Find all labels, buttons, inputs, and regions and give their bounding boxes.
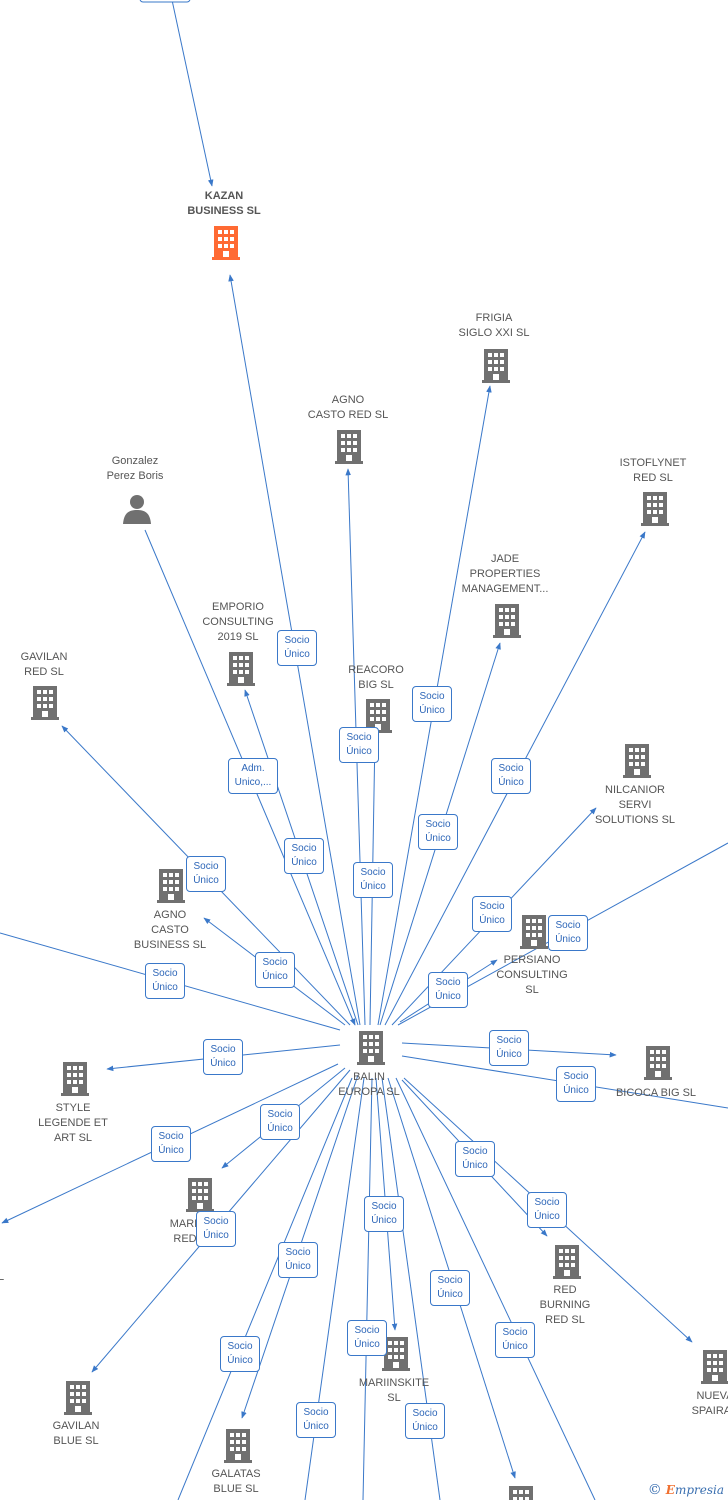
node-label-bicoca[interactable]: BICOCA BIG SL [615, 1087, 697, 1099]
node-label-istoflynet[interactable]: ISTOFLYNET RED SL [619, 457, 687, 484]
edge-label-emporio[interactable]: Socio Único [284, 838, 324, 874]
node-label-persiano[interactable]: PERSIANO CONSULTING SL [496, 954, 568, 996]
frigia-building-icon [482, 349, 510, 383]
edge-label-frigia[interactable]: Socio Único [412, 686, 452, 722]
node-label-left-edge[interactable]: L [0, 1271, 5, 1283]
bottom-right-building-icon [507, 1486, 535, 1500]
galatas-building-icon [224, 1429, 252, 1463]
balin-building-icon [357, 1031, 385, 1065]
node-label-galatas[interactable]: GALATAS BLUE SL [211, 1468, 261, 1495]
edge-label-agno-business[interactable]: Socio Único [255, 952, 295, 988]
edge-label-gavilan-red[interactable]: Socio Único [186, 856, 226, 892]
edge-balin-down-left2 [177, 1077, 353, 1500]
node-label-agno-business[interactable]: AGNO CASTO BUSINESS SL [133, 909, 207, 951]
bicoca-building-icon [644, 1046, 672, 1080]
gonzalez-person-icon [123, 495, 151, 524]
emporio-building-icon [227, 652, 255, 686]
edge-top-kazan [171, 0, 214, 187]
node-label-balin[interactable]: BALIN EUROPA SL [338, 1071, 400, 1098]
node-label-agno-casto[interactable]: AGNO CASTO RED SL [307, 394, 389, 421]
nilcanior-building-icon [623, 744, 651, 778]
edge-label-down-center[interactable]: Socio Único [364, 1196, 404, 1232]
edge-label-red-burning[interactable]: Socio Único [455, 1141, 495, 1177]
node-label-mariinsk-red[interactable]: MARII RED [169, 1218, 201, 1245]
edge-label-down-left[interactable]: Socio Único [296, 1402, 336, 1438]
node-label-mariinskite[interactable]: MARIINSKITE SL [358, 1377, 430, 1404]
agno-business-building-icon [157, 869, 185, 903]
kazan-building-icon [212, 226, 240, 260]
node-label-jade[interactable]: JADE PROPERTIES MANAGEMENT... [461, 553, 549, 595]
edge-label-left-in[interactable]: Socio Único [145, 963, 185, 999]
node-label-gavilan-red[interactable]: GAVILAN RED SL [20, 651, 68, 678]
gavilan-red-building-icon [31, 686, 59, 720]
edge-label-nilcanior[interactable]: Socio Único [472, 896, 512, 932]
edge-balin-down-mid [362, 1077, 373, 1500]
edge-label-right-down[interactable]: Socio Único [556, 1066, 596, 1102]
edge-label-bottom-right[interactable]: Socio Único [430, 1270, 470, 1306]
edge-label-kazan[interactable]: Socio Único [277, 630, 317, 666]
node-label-emporio[interactable]: EMPORIO CONSULTING 2019 SL [202, 601, 274, 643]
edge-label-left-down[interactable]: Socio Único [151, 1126, 191, 1162]
edge-label-jade[interactable]: Socio Único [418, 814, 458, 850]
node-icons [31, 0, 728, 1500]
node-label-frigia[interactable]: FRIGIA SIGLO XXI SL [458, 312, 530, 339]
node-label-style[interactable]: STYLE LEGENDE ET ART SL [38, 1102, 108, 1144]
node-label-gonzalez[interactable]: Gonzalez Perez Boris [106, 455, 164, 482]
edge-label-bicoca[interactable]: Socio Único [489, 1030, 529, 1066]
persiano-building-icon [520, 915, 548, 949]
top-node-stub [139, 0, 191, 3]
edge-label-istoflynet[interactable]: Socio Único [491, 758, 531, 794]
edge-label-adm[interactable]: Adm. Unico,... [228, 758, 278, 794]
copyright-symbol: © [647, 1482, 662, 1498]
edge-label-mariinsk-red[interactable]: Socio Único [260, 1104, 300, 1140]
edge-label-down-mid[interactable]: Socio Único [495, 1322, 535, 1358]
agno-casto-building-icon [335, 430, 363, 464]
edge-label-mariinsk-red-2[interactable]: Socio Único [196, 1211, 236, 1247]
nueva-building-icon [701, 1350, 728, 1384]
node-label-kazan[interactable]: KAZAN BUSINESS SL [187, 190, 261, 217]
istoflynet-building-icon [641, 492, 669, 526]
mariinsk-red-building-icon [186, 1178, 214, 1212]
edge-label-agno-casto[interactable]: Socio Único [353, 862, 393, 898]
edge-label-reacoro[interactable]: Socio Único [339, 727, 379, 763]
node-label-gavilan-blue[interactable]: GAVILAN BLUE SL [52, 1420, 100, 1447]
edge-label-right-up[interactable]: Socio Único [548, 915, 588, 951]
edge-label-nueva[interactable]: Socio Único [527, 1192, 567, 1228]
edge-label-down-right2[interactable]: Socio Único [405, 1403, 445, 1439]
gavilan-blue-building-icon [64, 1381, 92, 1415]
edge-label-style[interactable]: Socio Único [203, 1039, 243, 1075]
node-label-red-burning[interactable]: RED BURNING RED SL [539, 1284, 591, 1326]
node-label-nueva[interactable]: NUEVA SPAIRAK [691, 1390, 728, 1417]
watermark-brand-text: mpresia [674, 1483, 724, 1497]
edge-label-persiano[interactable]: Socio Único [428, 972, 468, 1008]
style-building-icon [61, 1062, 89, 1096]
edge-label-mariinskite[interactable]: Socio Único [347, 1320, 387, 1356]
empresia-watermark[interactable]: ©Empresia [648, 1482, 724, 1498]
watermark-brand-initial: E [665, 1483, 675, 1497]
red-burning-building-icon [553, 1245, 581, 1279]
node-label-reacoro[interactable]: REACORO BIG SL [348, 664, 404, 691]
edge-label-galatas[interactable]: Socio Único [220, 1336, 260, 1372]
jade-building-icon [493, 604, 521, 638]
edge-balin-down-right3 [395, 1077, 596, 1500]
node-label-nilcanior[interactable]: NILCANIOR SERVI SOLUTIONS SL [594, 784, 676, 826]
edge-label-gavilan-blue[interactable]: Socio Único [278, 1242, 318, 1278]
